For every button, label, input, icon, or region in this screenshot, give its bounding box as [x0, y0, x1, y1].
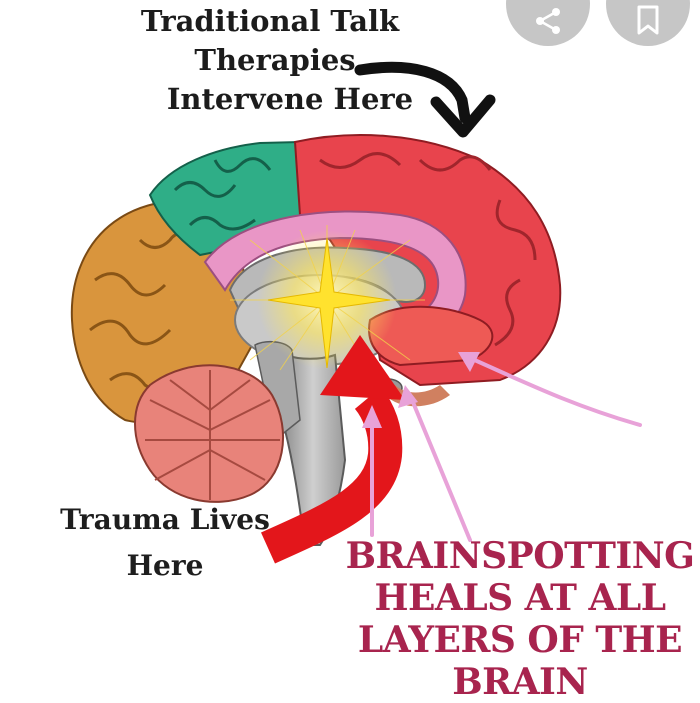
bookmark-icon — [637, 5, 659, 35]
frontal-lobe — [293, 134, 562, 387]
temporal-lobe — [368, 305, 494, 367]
brainspotting-line-4: BRAIN — [452, 661, 588, 703]
trauma-lives-here-label: Trauma Lives Here — [40, 497, 290, 589]
brainspotting-line-3: LAYERS OF THE — [357, 619, 683, 661]
brainspotting-line-1: BRAINSPOTTING — [345, 535, 695, 577]
top-arrow — [354, 61, 471, 124]
pink-arrows — [370, 356, 642, 542]
brainspotting-line-2: HEALS AT ALL — [374, 577, 666, 619]
cerebellum — [134, 364, 284, 503]
star-burst — [267, 237, 391, 369]
traditional-line-3: Intervene Here — [166, 82, 414, 116]
trauma-line-1: Trauma Lives — [60, 503, 270, 536]
traditional-therapies-label: Traditional Talk Therapies Intervene Her… — [110, 2, 430, 119]
traditional-line-2: Therapies — [194, 43, 356, 77]
trauma-line-2: Here — [126, 549, 204, 582]
red-arrow — [261, 387, 403, 564]
traditional-line-1: Traditional Talk — [140, 4, 400, 38]
brainspotting-label: BRAINSPOTTING HEALS AT ALL LAYERS OF THE… — [340, 535, 700, 703]
share-icon — [536, 8, 560, 34]
